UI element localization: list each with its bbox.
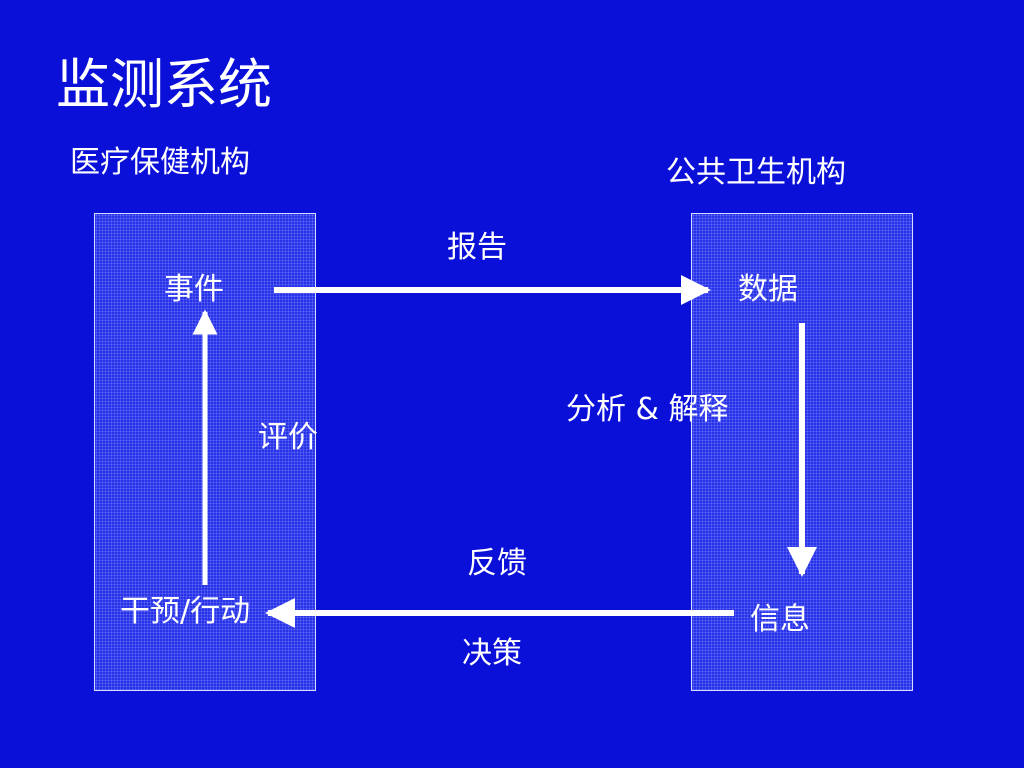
right-org-label: 公共卫生机构	[666, 155, 846, 190]
node-event: 事件	[164, 272, 224, 307]
edge-label-feedback: 反馈	[467, 546, 527, 581]
edge-label-evaluation: 评价	[258, 420, 318, 455]
node-information: 信息	[750, 602, 810, 637]
edge-label-report: 报告	[447, 230, 507, 265]
edge-label-decision: 决策	[462, 636, 522, 671]
left-org-label: 医疗保健机构	[70, 145, 250, 180]
node-data: 数据	[738, 272, 798, 307]
edge-label-analysis: 分析 & 解释	[566, 392, 729, 427]
node-intervention: 干预/行动	[120, 594, 251, 629]
slide-title: 监测系统	[56, 53, 272, 116]
